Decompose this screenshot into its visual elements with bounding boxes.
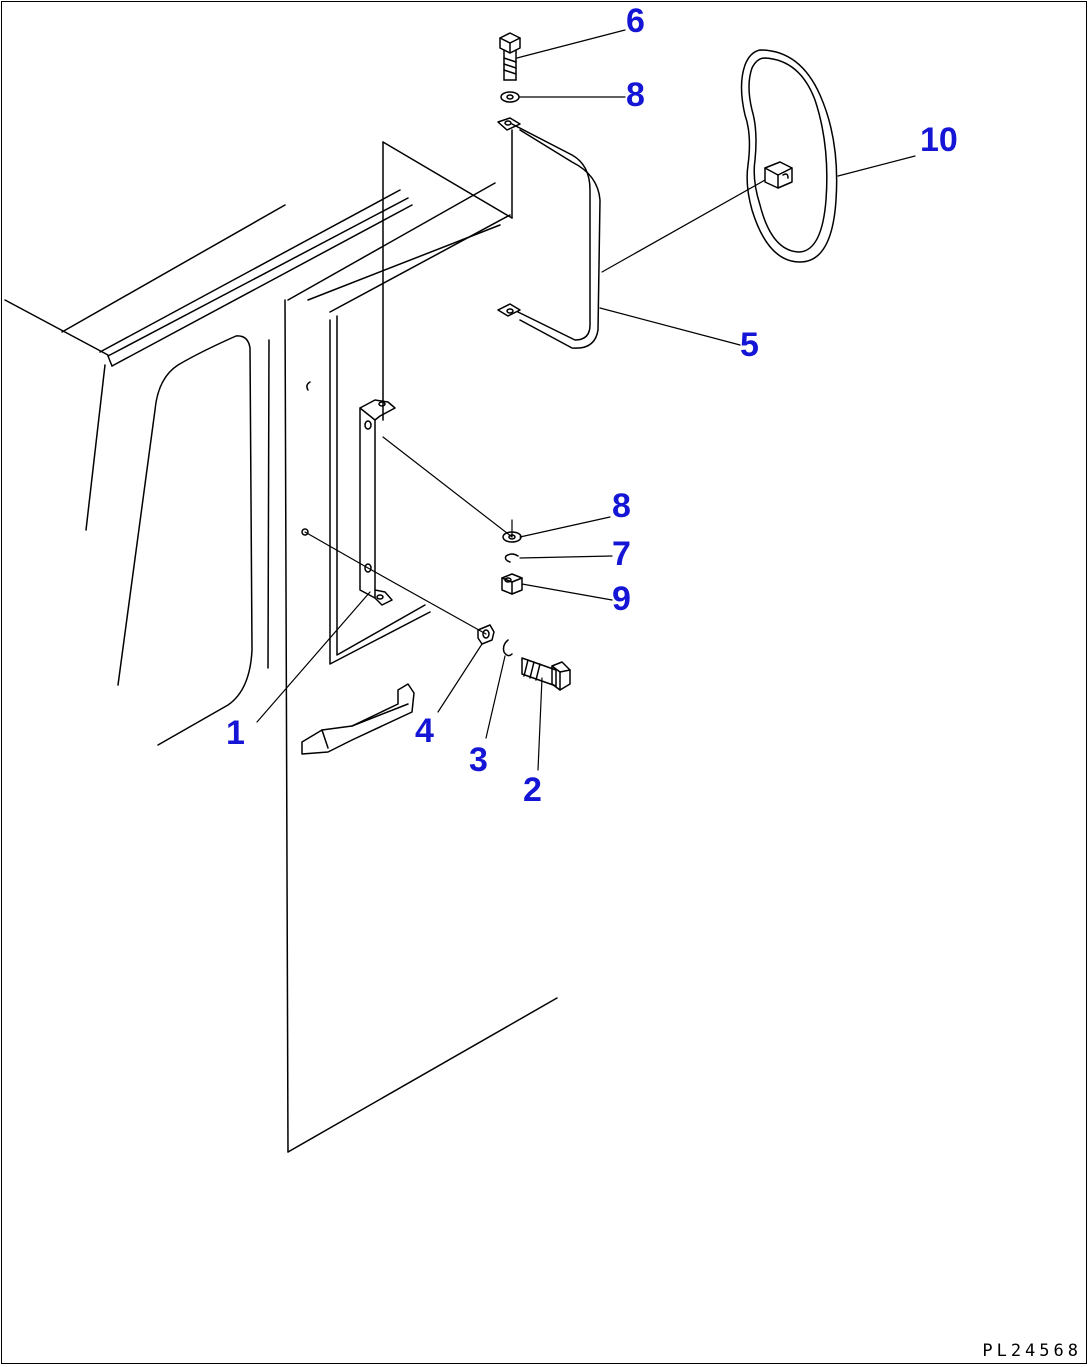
callout-8-top: 8 bbox=[626, 76, 645, 114]
callout-4: 4 bbox=[415, 712, 434, 750]
callout-7: 7 bbox=[612, 535, 631, 573]
bracket-part-1 bbox=[359, 399, 396, 606]
callout-1: 1 bbox=[226, 714, 245, 752]
bolt-part-6 bbox=[499, 32, 521, 81]
mirror-stay-part-5 bbox=[497, 117, 601, 349]
callout-3: 3 bbox=[469, 741, 488, 779]
fastener-stack-mid bbox=[501, 531, 523, 595]
drawing-code: PL24568 bbox=[982, 1341, 1082, 1361]
lock-washer-part-3 bbox=[502, 639, 513, 657]
nut-part-9 bbox=[501, 573, 523, 595]
washer-part-4 bbox=[477, 624, 495, 645]
washer-part-8-top bbox=[500, 91, 520, 103]
callout-5: 5 bbox=[740, 326, 759, 364]
callout-9: 9 bbox=[612, 580, 631, 618]
assembly-lines bbox=[304, 179, 766, 635]
mirror-part-10 bbox=[740, 49, 838, 263]
cab-body bbox=[4, 141, 558, 1153]
callout-10: 10 bbox=[920, 121, 958, 159]
spring-washer-part-7 bbox=[504, 553, 519, 563]
leader-lines bbox=[256, 29, 916, 771]
callout-2: 2 bbox=[523, 771, 542, 809]
callout-8-mid: 8 bbox=[612, 487, 631, 525]
bolt-part-2 bbox=[521, 657, 571, 691]
callout-6: 6 bbox=[626, 2, 645, 40]
